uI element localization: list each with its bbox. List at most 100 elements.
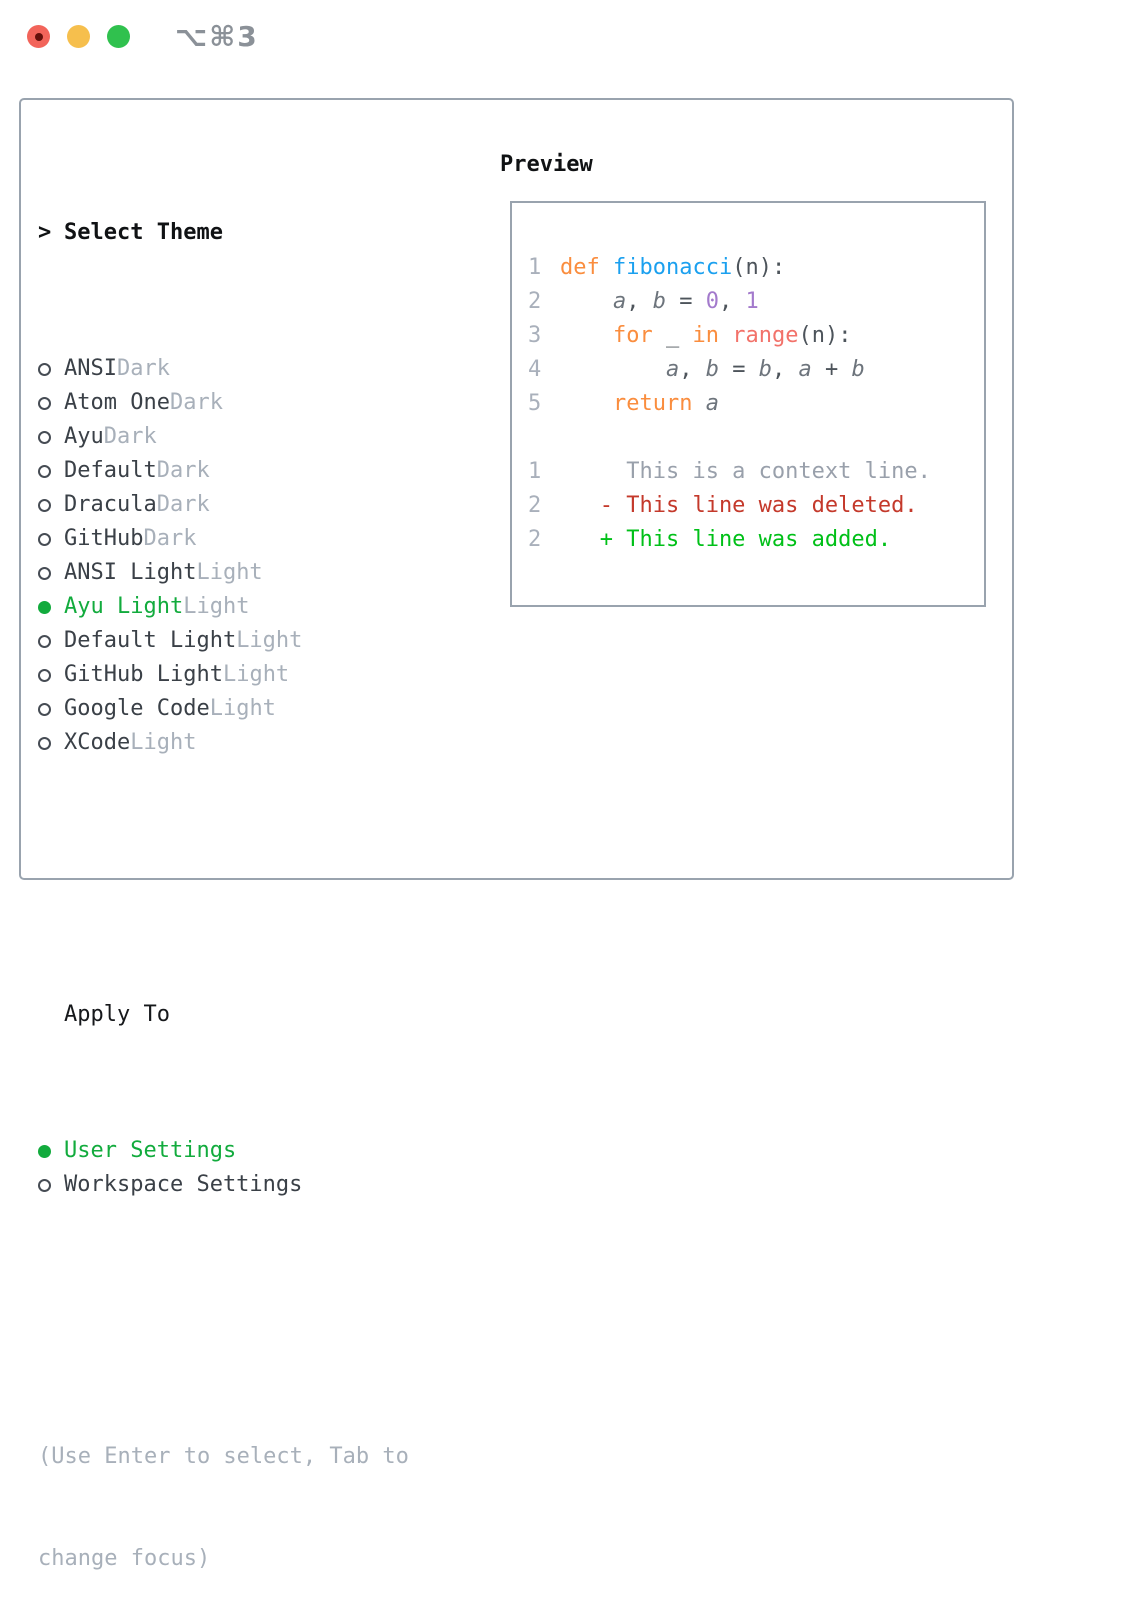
code-token: _ xyxy=(652,323,693,348)
code-token xyxy=(560,391,613,416)
option-variant-label: Dark xyxy=(156,458,210,483)
code-token: a xyxy=(705,391,719,416)
icon-column xyxy=(38,420,64,454)
line-number: 1 xyxy=(528,459,542,484)
theme-option-dracula[interactable]: Dracula Dark xyxy=(38,488,409,522)
apply-to-icon-gap xyxy=(38,998,64,1032)
icon-column xyxy=(38,556,64,590)
radio-icon xyxy=(38,430,51,444)
code-token: , xyxy=(679,357,706,382)
code-token: b xyxy=(652,289,666,314)
preview-header: Preview xyxy=(500,152,593,177)
theme-option-github[interactable]: GitHub Dark xyxy=(38,522,409,556)
apply-to-header-row: Apply To xyxy=(38,998,409,1032)
theme-option-default[interactable]: Default Dark xyxy=(38,454,409,488)
option-label: Ayu Light xyxy=(64,594,184,619)
code-token: range xyxy=(732,323,799,348)
code-token: b xyxy=(758,357,772,382)
radio-icon xyxy=(38,634,51,648)
icon-column xyxy=(38,1134,64,1168)
code-token: a xyxy=(798,357,812,382)
option-label: Atom One xyxy=(64,390,170,415)
icon-column xyxy=(38,1168,64,1202)
option-label: ANSI Light xyxy=(64,560,197,585)
code-token: in xyxy=(692,323,719,348)
icon-column xyxy=(38,658,64,692)
zoom-button[interactable] xyxy=(107,25,130,48)
line-number: 2 xyxy=(528,289,542,314)
option-variant-label: Light xyxy=(222,662,290,687)
option-label: GitHub Light xyxy=(64,662,223,687)
option-variant-label: Light xyxy=(130,730,197,755)
option-label: Default xyxy=(64,458,157,483)
radio-icon xyxy=(38,668,51,682)
icon-column xyxy=(38,488,64,522)
theme-selector-window: { "window": { "title_shortcut": "⌥⌘3" },… xyxy=(19,22,1014,1571)
code-token: + xyxy=(811,357,852,382)
line-number: 5 xyxy=(528,391,542,416)
line-number: 2 xyxy=(528,493,542,518)
code-line: 2 a, b = 0, 1 xyxy=(528,285,984,319)
code-token: (n): xyxy=(732,255,786,280)
option-variant-label: Dark xyxy=(116,356,170,381)
code-token xyxy=(719,323,732,348)
code-token: , xyxy=(626,289,653,314)
option-label: User Settings xyxy=(64,1138,237,1163)
theme-option-ayu[interactable]: Ayu Dark xyxy=(38,420,409,454)
titlebar: ⌥⌘3 xyxy=(27,23,259,51)
theme-option-ansi-light[interactable]: ANSI Light Light xyxy=(38,556,409,590)
code-token xyxy=(692,391,705,416)
option-variant-label: Dark xyxy=(143,526,197,551)
icon-column xyxy=(38,454,64,488)
code-token: b xyxy=(705,357,719,382)
option-variant-label: Dark xyxy=(169,390,223,415)
theme-option-google-code[interactable]: Google Code Light xyxy=(38,692,409,726)
apply-option-user-settings[interactable]: User Settings xyxy=(38,1134,409,1168)
code-token: b xyxy=(851,357,865,382)
option-variant-label: Light xyxy=(209,696,276,721)
help-text-line-2: change focus) xyxy=(38,1546,211,1571)
icon-column xyxy=(38,522,64,556)
code-line xyxy=(528,421,984,455)
option-variant-label: Light xyxy=(183,594,250,619)
code-token: fibonacci xyxy=(613,255,733,280)
option-label: Default Light xyxy=(64,628,237,653)
radio-icon xyxy=(38,396,51,410)
code-token: = xyxy=(718,357,759,382)
code-line: 1 def fibonacci(n): xyxy=(528,251,984,285)
spacer xyxy=(38,862,409,896)
option-variant-label: Light xyxy=(196,560,263,585)
theme-option-atom-one[interactable]: Atom One Dark xyxy=(38,386,409,420)
close-button[interactable] xyxy=(27,25,50,48)
minimize-button[interactable] xyxy=(67,25,90,48)
radio-icon xyxy=(38,498,51,512)
code-token xyxy=(560,357,666,382)
theme-option-github-light[interactable]: GitHub Light Light xyxy=(38,658,409,692)
code-token xyxy=(560,323,613,348)
icon-column xyxy=(38,590,64,624)
code-token: (n): xyxy=(798,323,852,348)
code-token: a xyxy=(612,289,627,314)
line-number: 4 xyxy=(528,357,542,382)
code-token: def xyxy=(560,255,600,280)
radio-selected-icon xyxy=(38,600,51,614)
radio-icon xyxy=(38,736,51,750)
code-token: This is a context line. xyxy=(560,459,931,484)
theme-option-default-light[interactable]: Default Light Light xyxy=(38,624,409,658)
icon-column xyxy=(38,692,64,726)
theme-option-ayu-light[interactable]: Ayu Light Light xyxy=(38,590,409,624)
code-line: 2 + This line was added. xyxy=(528,523,984,557)
line-number: 1 xyxy=(528,255,542,280)
theme-option-ansi[interactable]: ANSI Dark xyxy=(38,352,409,386)
option-variant-label: Dark xyxy=(156,492,210,517)
radio-icon xyxy=(38,566,51,580)
apply-option-workspace-settings[interactable]: Workspace Settings xyxy=(38,1168,409,1202)
theme-option-xcode[interactable]: XCode Light xyxy=(38,726,409,760)
line-number: 3 xyxy=(528,323,542,348)
code-token: , xyxy=(718,289,746,314)
option-label: Dracula xyxy=(64,492,157,517)
code-token xyxy=(560,289,613,314)
